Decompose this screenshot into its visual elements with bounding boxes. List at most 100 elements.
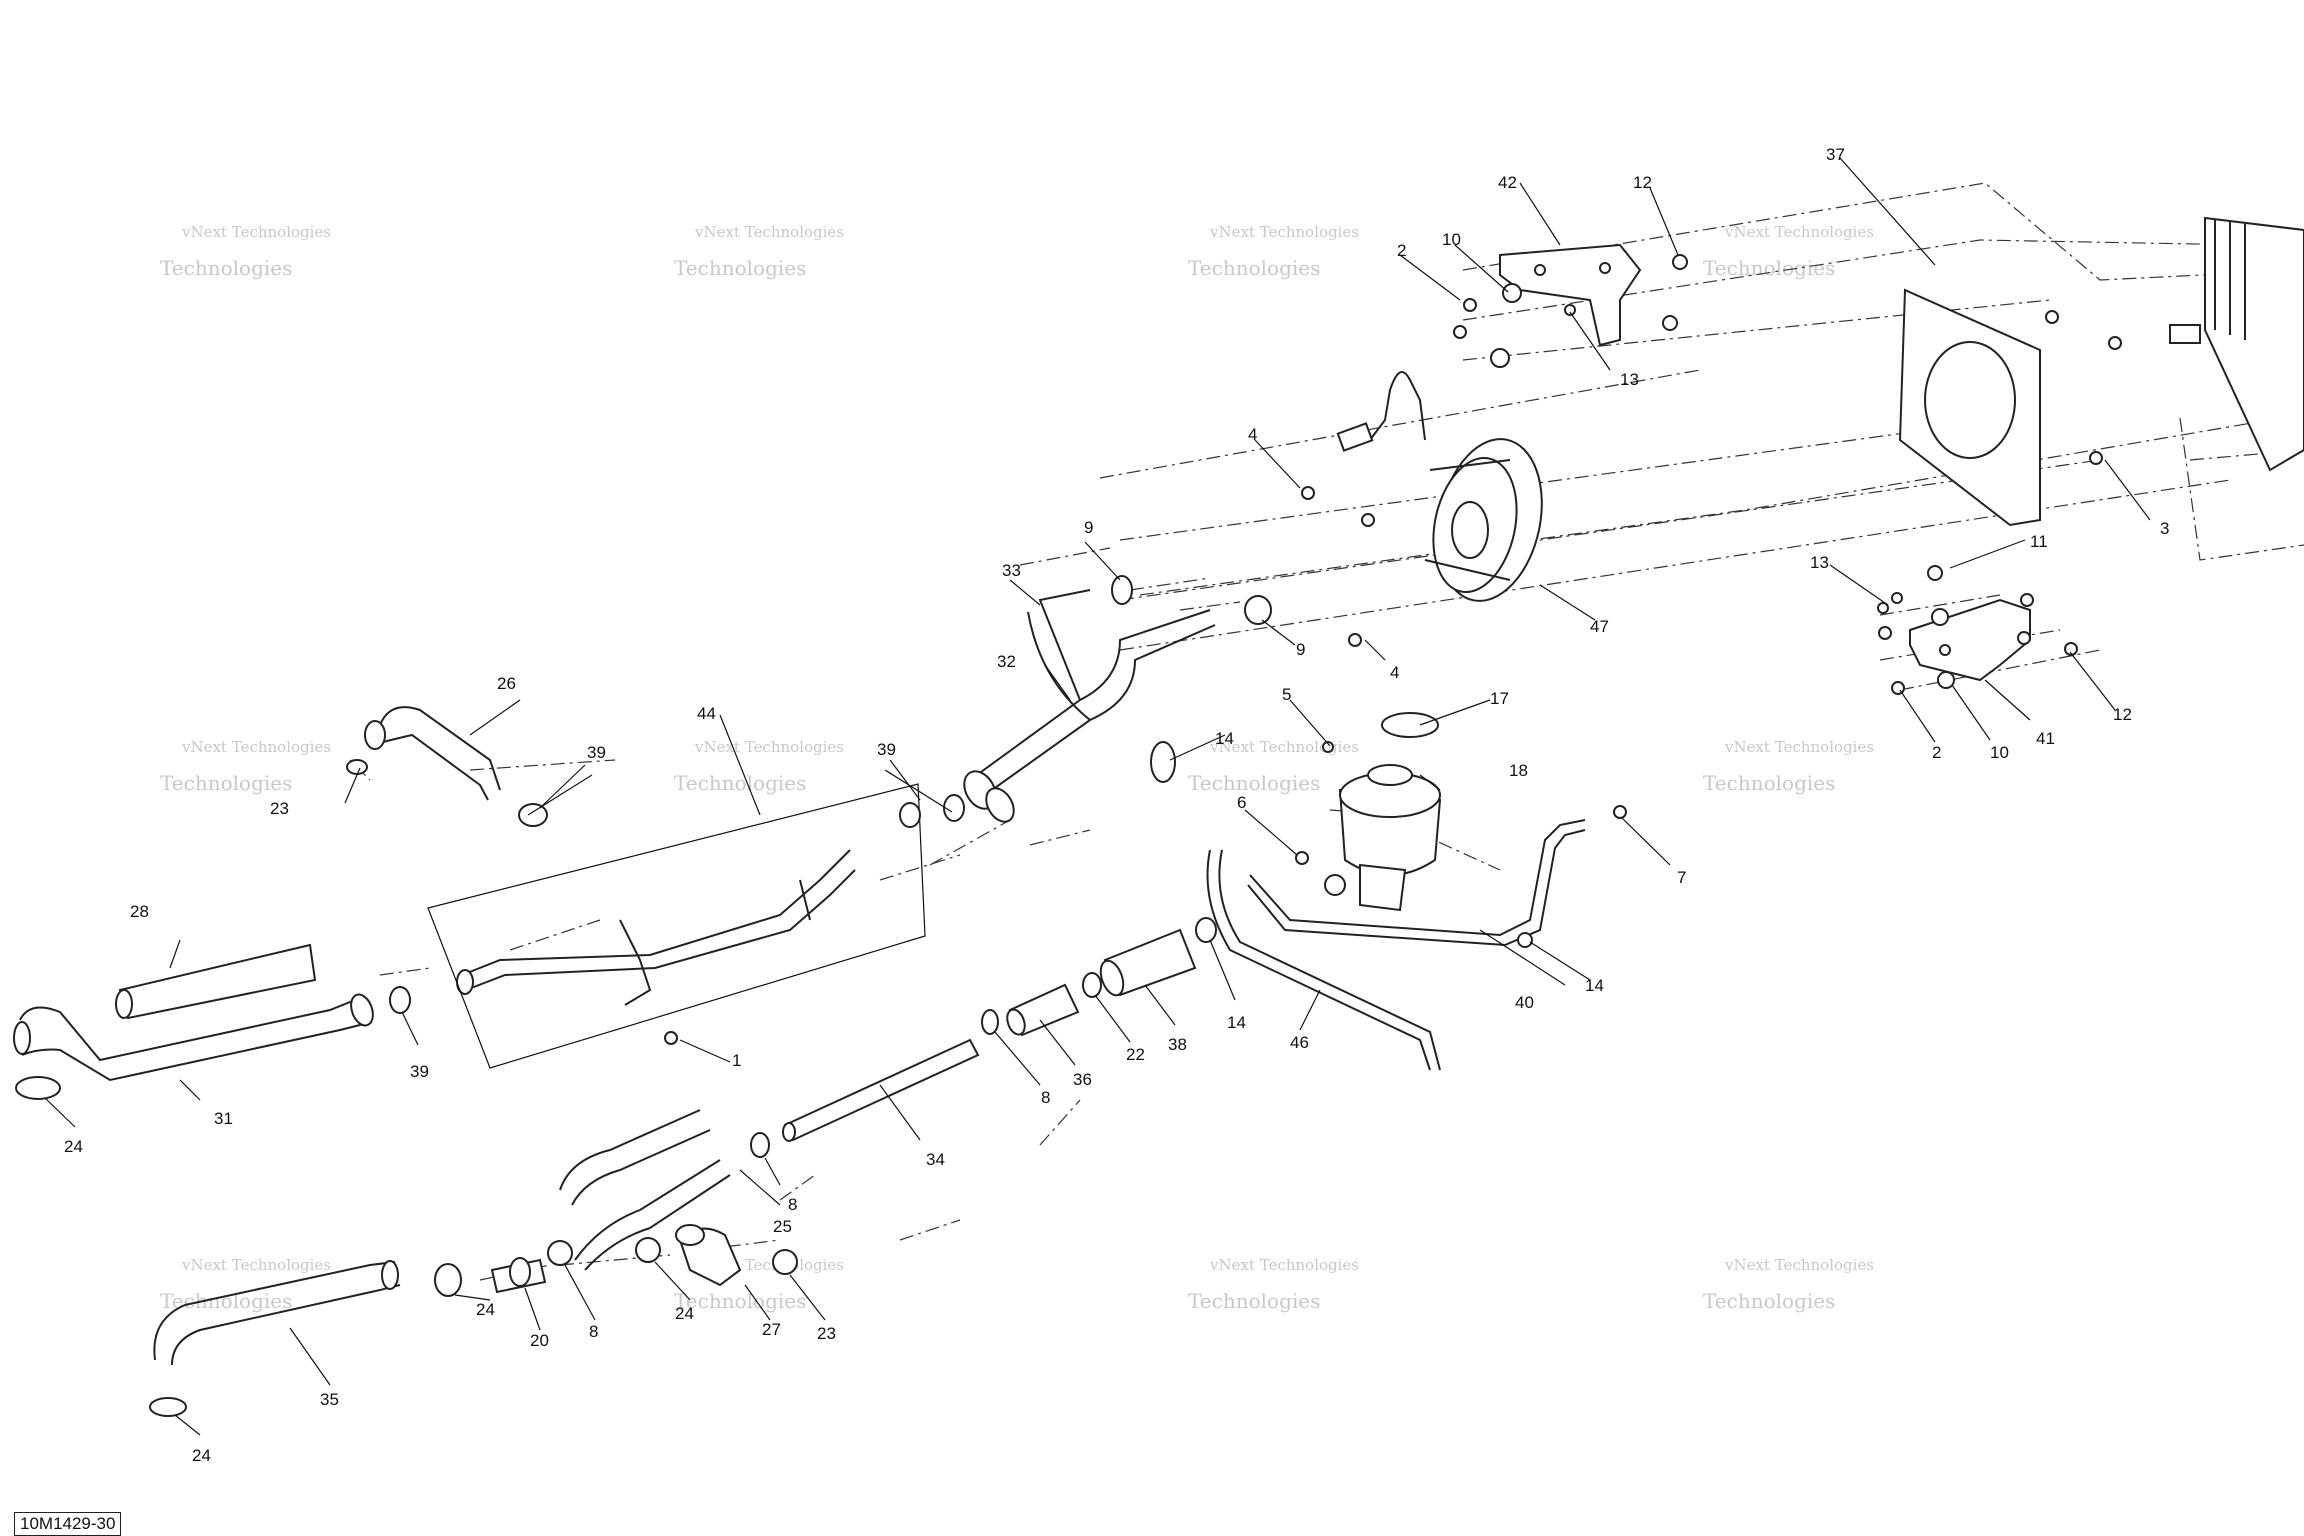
- callout-37: 37: [1826, 145, 1845, 164]
- callout-14: 14: [1585, 976, 1604, 995]
- callout-24: 24: [476, 1300, 495, 1319]
- watermark: vNext Technologies Technologies: [1188, 738, 1359, 795]
- callout-4: 4: [1248, 425, 1257, 444]
- svg-text:Technologies: Technologies: [674, 771, 806, 795]
- callout-14: 14: [1215, 729, 1234, 748]
- diagram-reference-code: 10M1429-30: [14, 1512, 122, 1536]
- callouts: 1 2 2 3 4 4 5 6 7 8 8 8 9 9 10 10 11 12 …: [64, 145, 2169, 1465]
- hose-28: [115, 943, 317, 1020]
- callout-10: 10: [1990, 743, 2009, 762]
- callout-39: 39: [587, 743, 606, 762]
- svg-text:vNext Technologies: vNext Technologies: [181, 738, 331, 756]
- callout-1: 1: [732, 1051, 741, 1070]
- connector-20: [490, 1257, 547, 1294]
- watermark: vNext Technologies Technologies: [160, 223, 331, 280]
- svg-text:Technologies: Technologies: [1188, 1289, 1320, 1313]
- watermark: vNext Technologies Technologies: [1703, 223, 1874, 280]
- assembly-axis-lines: [349, 182, 2304, 1281]
- svg-text:vNext Technologies: vNext Technologies: [1209, 223, 1359, 241]
- callout-9: 9: [1296, 640, 1305, 659]
- callout-26: 26: [497, 674, 516, 693]
- callout-6: 6: [1237, 793, 1246, 812]
- svg-text:Technologies: Technologies: [160, 256, 292, 280]
- callout-34: 34: [926, 1150, 945, 1169]
- svg-text:vNext Technologies: vNext Technologies: [181, 1256, 331, 1274]
- watermark: vNext Technologies Technologies: [674, 223, 844, 280]
- callout-13: 13: [1810, 553, 1829, 572]
- callout-12: 12: [1633, 173, 1652, 192]
- callout-10: 10: [1442, 230, 1461, 249]
- svg-text:Technologies: Technologies: [1188, 256, 1320, 280]
- svg-text:Technologies: Technologies: [1188, 771, 1320, 795]
- callout-8: 8: [1041, 1088, 1050, 1107]
- watermark: vNext Technologies Technologies: [674, 738, 844, 795]
- fasteners: [664, 254, 2122, 1045]
- watermark: vNext Technologies Technologies: [160, 738, 331, 795]
- svg-text:Technologies: Technologies: [160, 1289, 292, 1313]
- vent-hose: [1206, 849, 1441, 1071]
- callout-47: 47: [1590, 617, 1609, 636]
- callout-23: 23: [270, 799, 289, 818]
- callout-38: 38: [1168, 1035, 1187, 1054]
- callout-8: 8: [788, 1195, 797, 1214]
- watermark: vNext Technologies Technologies: [160, 1256, 331, 1313]
- svg-text:vNext Technologies: vNext Technologies: [694, 223, 844, 241]
- svg-text:vNext Technologies: vNext Technologies: [694, 738, 844, 756]
- watermark: vNext Technologies Technologies: [1188, 1256, 1359, 1313]
- hose-35: [153, 1260, 401, 1366]
- reservoir-cap: [1381, 712, 1439, 738]
- fan-bracket-upper: [1499, 243, 1642, 347]
- callout-27: 27: [762, 1320, 781, 1339]
- callout-23: 23: [817, 1324, 836, 1343]
- callout-46: 46: [1290, 1033, 1309, 1052]
- callout-32: 32: [997, 652, 1016, 671]
- watermark: vNext Technologies Technologies: [1703, 738, 1874, 795]
- svg-text:vNext Technologies: vNext Technologies: [1724, 1256, 1874, 1274]
- coolant-reservoir: [1324, 712, 1442, 912]
- svg-text:vNext Technologies: vNext Technologies: [181, 223, 331, 241]
- callout-35: 35: [320, 1390, 339, 1409]
- callout-25: 25: [773, 1217, 792, 1236]
- callout-39: 39: [410, 1062, 429, 1081]
- callout-5: 5: [1282, 685, 1291, 704]
- callout-36: 36: [1073, 1070, 1092, 1089]
- svg-text:vNext Technologies: vNext Technologies: [1209, 738, 1359, 756]
- callout-14: 14: [1227, 1013, 1246, 1032]
- callout-13: 13: [1620, 370, 1639, 389]
- radiator: [2169, 216, 2304, 472]
- callout-7: 7: [1677, 868, 1686, 887]
- pipe-34: [782, 1038, 980, 1142]
- svg-text:vNext Technologies: vNext Technologies: [1724, 223, 1874, 241]
- y-hose: [963, 589, 1216, 823]
- callout-40: 40: [1515, 993, 1534, 1012]
- fan-shroud: [1898, 288, 2041, 527]
- callout-28: 28: [130, 902, 149, 921]
- callout-39: 39: [877, 740, 896, 759]
- hose-31: [13, 993, 374, 1082]
- callout-24: 24: [192, 1446, 211, 1465]
- elbow-27: [675, 1224, 742, 1287]
- callout-2: 2: [1932, 743, 1941, 762]
- svg-text:Technologies: Technologies: [160, 771, 292, 795]
- svg-text:Technologies: Technologies: [674, 1289, 806, 1313]
- callout-2: 2: [1397, 241, 1406, 260]
- overflow-hose: [1247, 819, 1586, 947]
- svg-text:Technologies: Technologies: [1703, 256, 1835, 280]
- callout-31: 31: [214, 1109, 233, 1128]
- hose-36: [1006, 983, 1080, 1037]
- svg-text:vNext Technologies: vNext Technologies: [1209, 1256, 1359, 1274]
- hose-25: [559, 1109, 731, 1271]
- callout-4: 4: [1390, 663, 1399, 682]
- hose-38: [1099, 928, 1197, 997]
- cooling-fan: [1336, 371, 1543, 602]
- svg-text:vNext Technologies: vNext Technologies: [1724, 738, 1874, 756]
- hose-clamps: [15, 575, 1533, 1417]
- callout-24: 24: [64, 1137, 83, 1156]
- callout-33: 33: [1002, 561, 1021, 580]
- callout-11: 11: [2030, 532, 2048, 551]
- callout-44: 44: [697, 704, 716, 723]
- watermark-layer: vNext Technologies Technologies vNext Te…: [160, 223, 1874, 1313]
- watermark: vNext Technologies Technologies: [1703, 1256, 1874, 1313]
